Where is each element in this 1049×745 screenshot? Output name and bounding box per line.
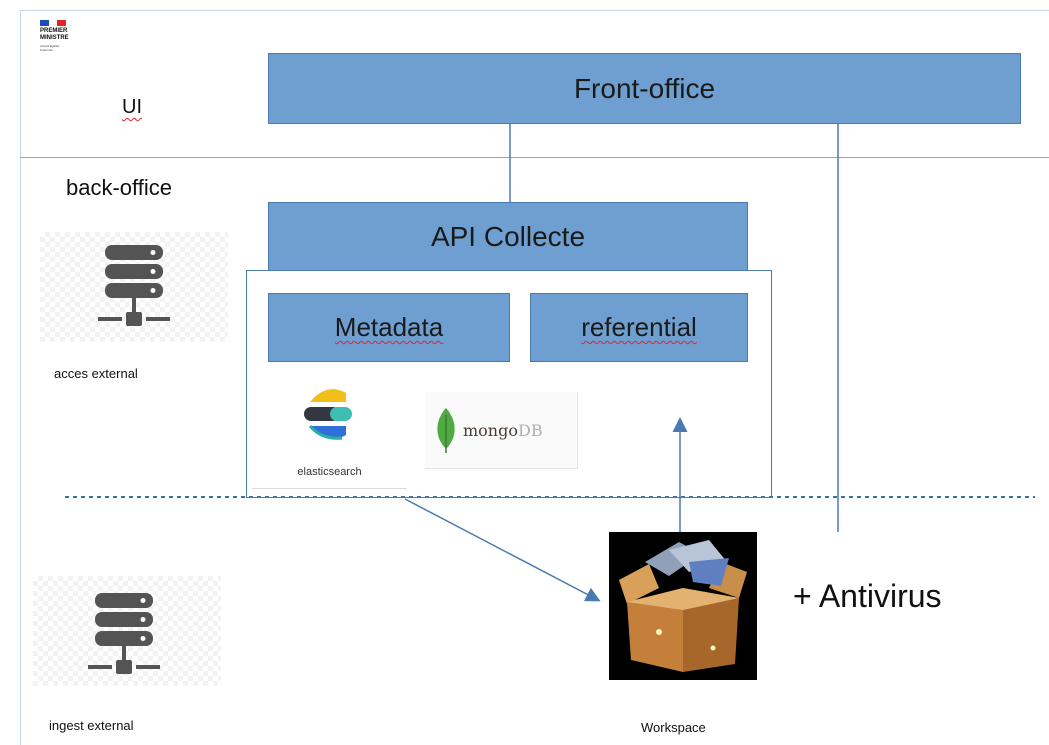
server-icon [88, 593, 160, 674]
back-office-label: back-office [66, 175, 172, 200]
antivirus-label: + Antivirus [793, 578, 942, 614]
metadata-label: Metadata [334, 312, 444, 342]
api-collecte-label: API Collecte [430, 220, 586, 252]
ui-label: UI [122, 96, 142, 118]
elastic-workspace-arrow [404, 498, 601, 602]
metadata-box: Metadata [268, 293, 510, 362]
elasticsearch-label: elasticsearch [297, 466, 362, 478]
acces-external-label: acces external [54, 366, 138, 381]
logo-line1: PREMIER [40, 28, 68, 34]
ui-backoffice-divider [20, 157, 1049, 158]
front-office-box: Front-office [268, 53, 1021, 124]
premier-ministre-logo: PREMIER MINISTRE Liberté Égalité Fratern… [40, 20, 100, 80]
acces-external-tile [40, 232, 228, 342]
cardboard-box-icon [619, 540, 747, 672]
api-collecte-box: API Collecte [268, 202, 748, 271]
workspace-image [609, 532, 757, 680]
mongodb-leaf-icon [437, 408, 455, 453]
server-icon [98, 245, 170, 326]
logo-line2: MINISTRE [40, 35, 69, 41]
diagram-frame [20, 10, 1049, 745]
workspace-label: Workspace [641, 720, 706, 735]
mongodb-word-mongo: mongo [463, 420, 518, 440]
mongodb-word-db: DB [517, 420, 543, 440]
referential-label: referential [581, 312, 697, 342]
elasticsearch-tile: elasticsearch [252, 380, 407, 489]
ingest-external-label: ingest external [49, 718, 134, 733]
elasticsearch-icon [304, 389, 352, 440]
front-office-label: Front-office [573, 72, 716, 104]
logo-motto: Liberté Égalité Fraternité [40, 44, 60, 52]
referential-box: referential [530, 293, 748, 362]
ingest-external-tile [33, 576, 221, 686]
mongodb-tile: mongo DB [425, 392, 578, 469]
